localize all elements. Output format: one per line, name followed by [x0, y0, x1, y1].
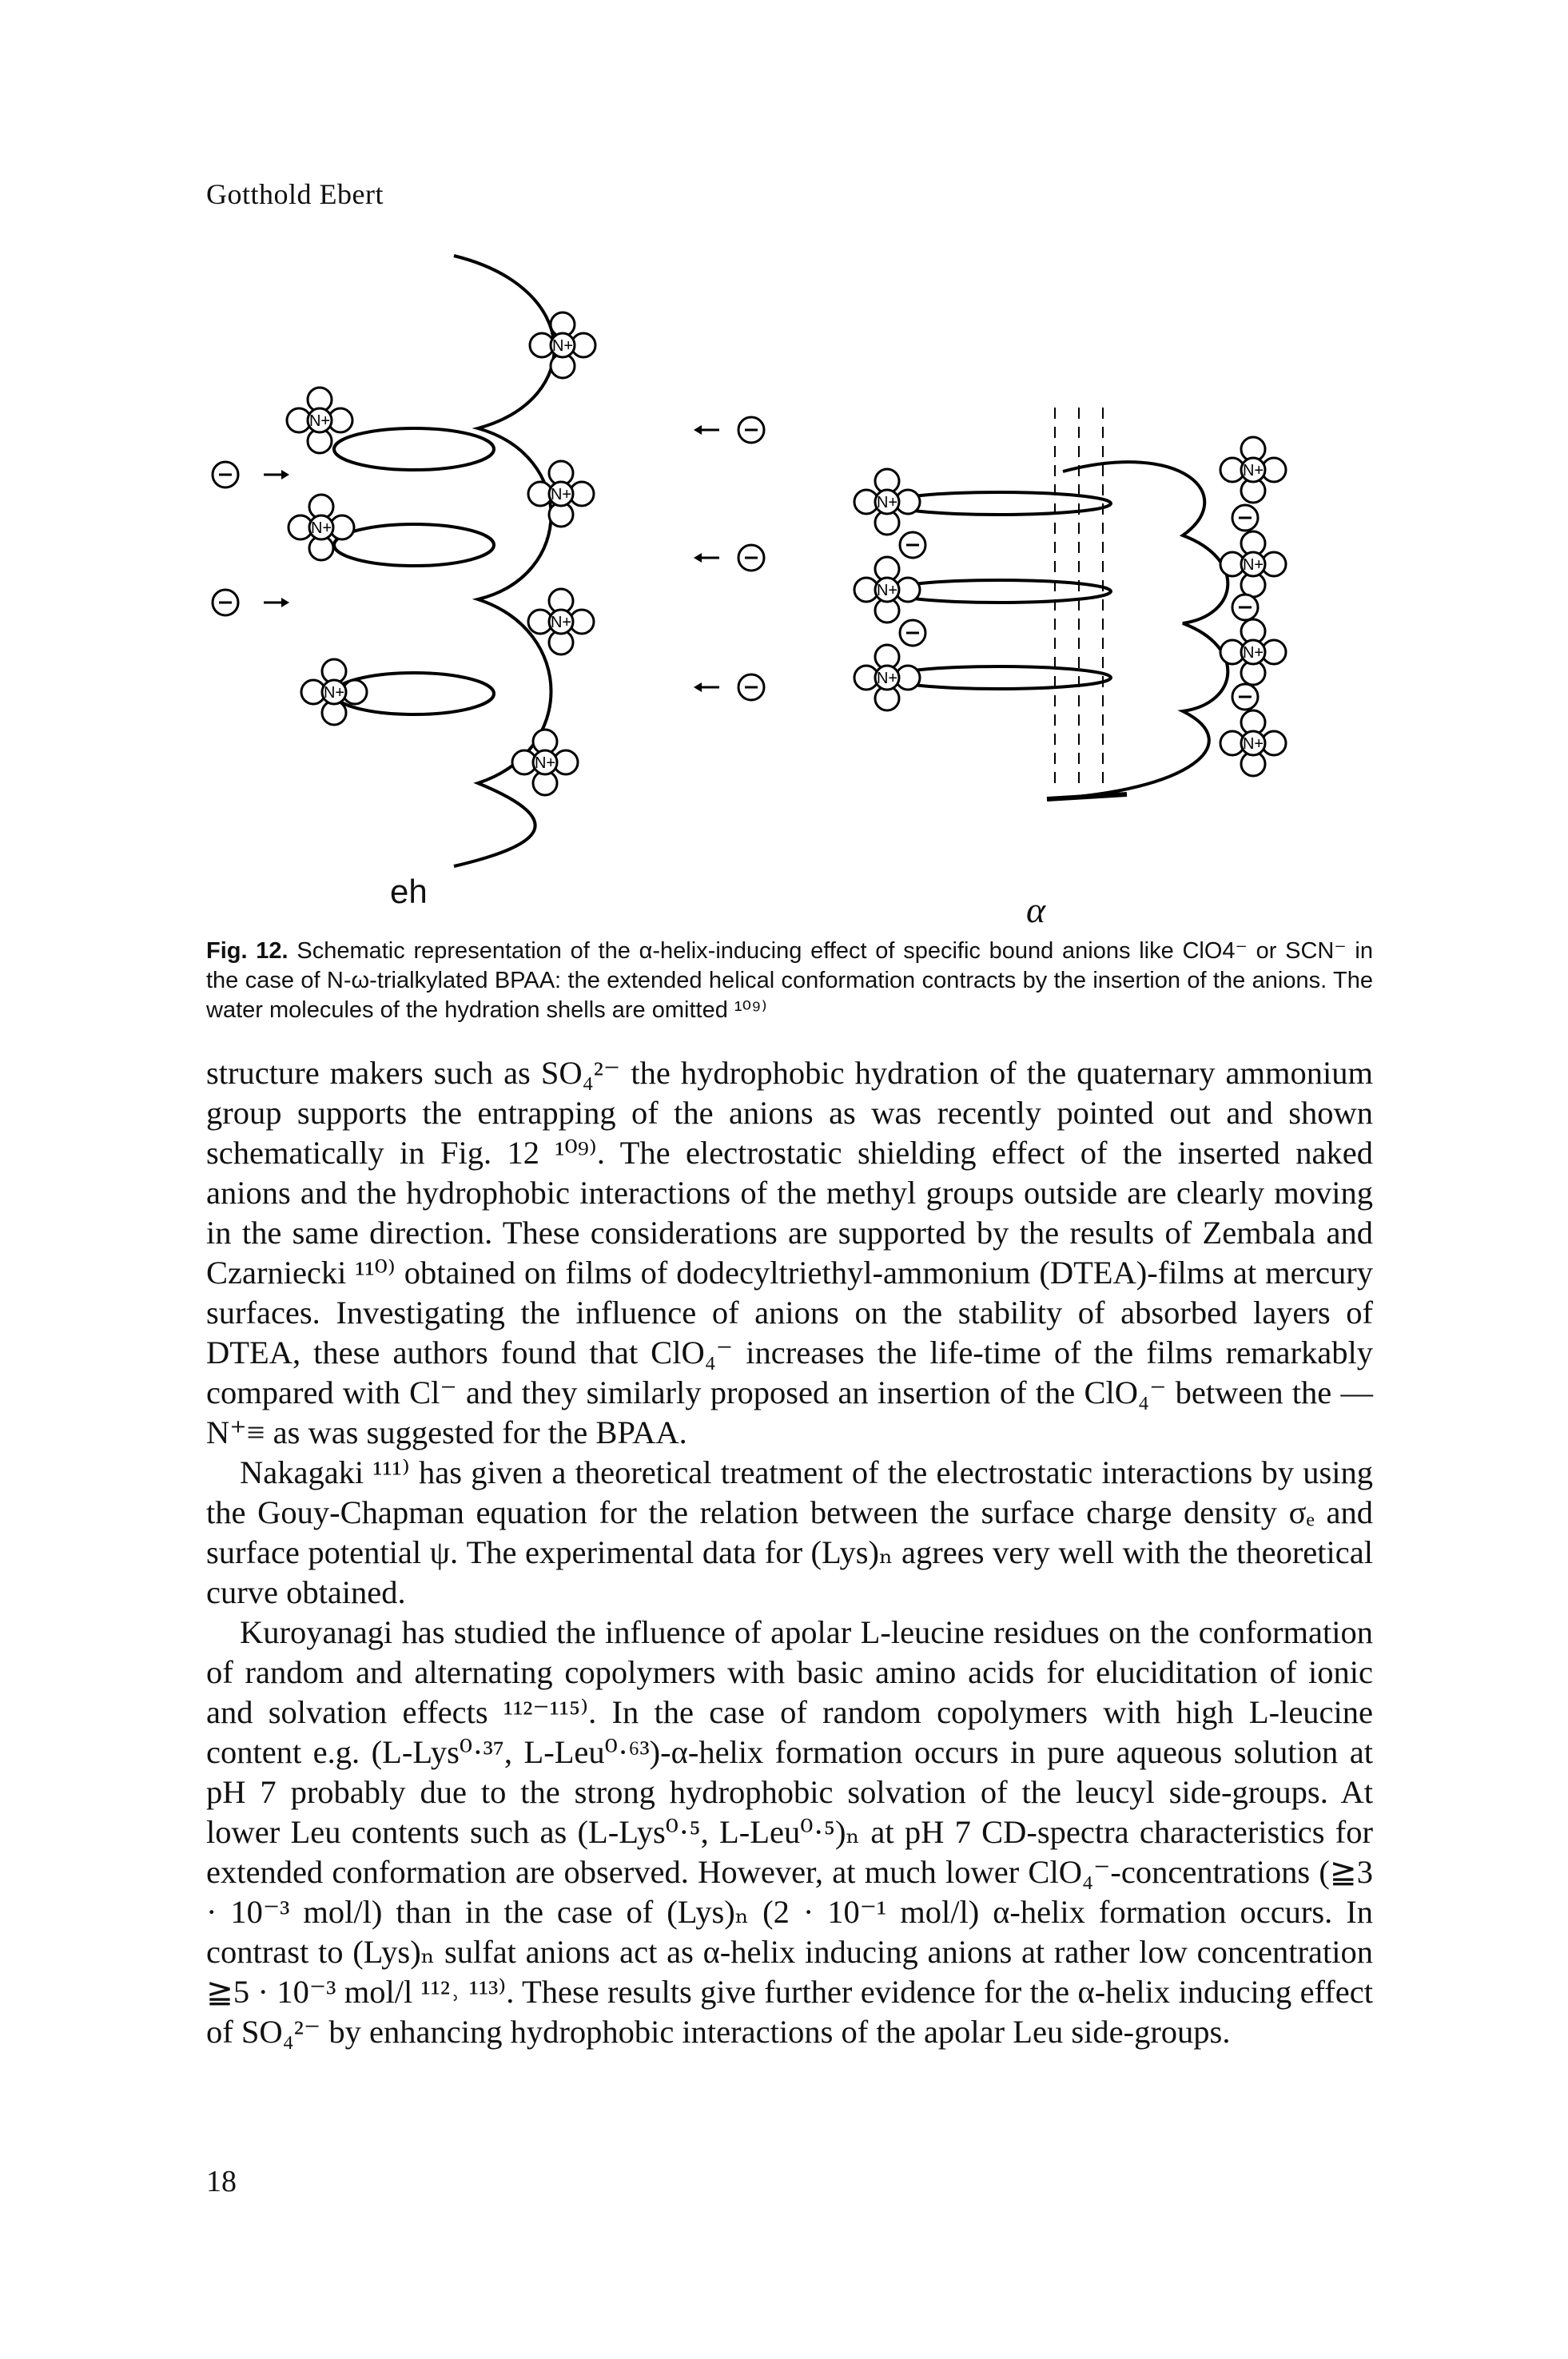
paragraph: Kuroyanagi has studied the influence of …: [206, 1614, 1373, 2050]
ammonium-group: N+: [527, 587, 595, 656]
ammonium-group: N+: [527, 459, 595, 528]
svg-text:N+: N+: [1243, 735, 1264, 753]
svg-text:N+: N+: [311, 519, 332, 537]
arrow-icon: [262, 596, 291, 609]
anion: [1231, 503, 1260, 532]
anion: [211, 460, 240, 489]
anion: [211, 588, 240, 617]
page-number: 18: [206, 2165, 237, 2198]
ammonium-group: N+: [300, 658, 368, 726]
svg-text:N+: N+: [552, 337, 573, 355]
ammonium-group: N+: [853, 467, 921, 536]
ammonium-group: N+: [1219, 530, 1287, 599]
ammonium-group: N+: [1219, 618, 1287, 686]
anion: [737, 543, 766, 572]
alpha-helix-label: α: [1026, 889, 1046, 930]
paragraph: Nakagaki ¹¹¹⁾ has given a theoretical tr…: [206, 1454, 1373, 1610]
arrow-icon: [692, 551, 721, 564]
ammonium-group: N+: [287, 493, 356, 562]
ammonium-group: N+: [853, 643, 921, 712]
svg-text:N+: N+: [1243, 644, 1264, 662]
helix-schematic-figure: N+ N+ N+ N+ N+ N+ N+: [211, 254, 1287, 868]
ammonium-group: N+: [1219, 436, 1287, 504]
svg-text:N+: N+: [324, 684, 344, 702]
anion: [898, 531, 927, 559]
ammonium-group: N+: [853, 555, 921, 624]
arrow-icon: [692, 681, 721, 694]
figure-number: Fig. 12.: [206, 938, 289, 964]
anion: [898, 619, 927, 647]
svg-text:N+: N+: [309, 412, 330, 430]
figure-caption: Fig. 12. Schematic representation of the…: [206, 937, 1373, 1025]
paragraph: structure makers such as SO₄²⁻ the hydro…: [206, 1055, 1373, 1450]
svg-text:N+: N+: [877, 494, 897, 511]
running-head: Gotthold Ebert: [206, 178, 384, 210]
arrow-icon: [262, 468, 291, 481]
ammonium-group: N+: [511, 728, 579, 797]
caption-text: Schematic representation of the α-helix-…: [206, 938, 1373, 1023]
svg-text:N+: N+: [877, 670, 897, 687]
anion: [737, 673, 766, 702]
svg-text:N+: N+: [1243, 556, 1264, 574]
ammonium-group: N+: [1219, 709, 1287, 778]
ammonium-group: N+: [285, 386, 354, 455]
svg-text:N+: N+: [1243, 462, 1264, 479]
anion: [1231, 593, 1260, 622]
body-text: structure makers such as SO₄²⁻ the hydro…: [206, 1053, 1373, 2052]
arrow-icon: [692, 424, 721, 436]
extended-helix-diagram: N+ N+ N+ N+ N+ N+ N+: [211, 254, 766, 868]
svg-text:N+: N+: [535, 754, 555, 772]
svg-text:N+: N+: [551, 614, 571, 631]
anion: [737, 416, 766, 444]
alpha-helix-diagram: N+ N+ N+ N+ N+ N+ N+: [853, 408, 1287, 802]
svg-text:N+: N+: [551, 486, 571, 503]
anion: [1231, 682, 1260, 711]
ammonium-group: N+: [528, 311, 597, 380]
extended-helix-label: eh: [390, 873, 428, 910]
svg-text:N+: N+: [877, 582, 897, 599]
